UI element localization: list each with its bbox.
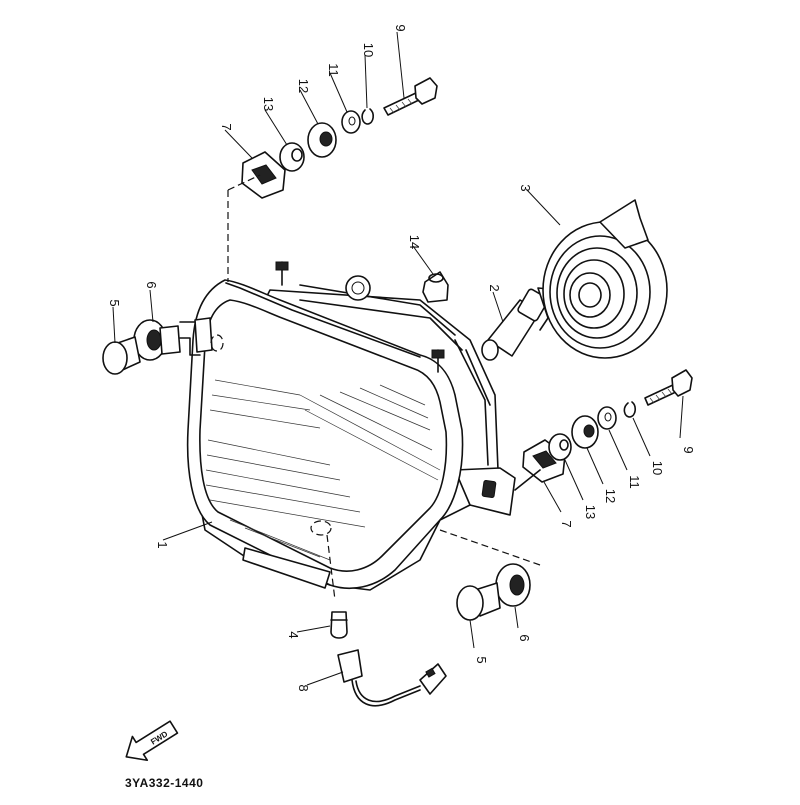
callout-5-left: 5 (107, 299, 122, 306)
callout-6-left: 6 (144, 281, 159, 288)
callout-11-top: 11 (326, 63, 341, 77)
callout-13-right: 13 (583, 505, 598, 519)
rubber-cap-drawing (422, 271, 449, 303)
leader-lines (112, 31, 684, 686)
position-bulb-drawing (326, 534, 348, 639)
callout-labels: 9 10 11 12 13 7 3 2 14 6 5 1 4 8 5 6 9 1… (107, 24, 696, 691)
callout-11-right: 11 (627, 475, 642, 489)
callout-10-top: 10 (361, 43, 376, 57)
callout-6-bottom: 6 (517, 634, 532, 641)
callout-10-right: 10 (650, 461, 665, 475)
callout-13-top: 13 (261, 97, 276, 111)
callout-12-top: 12 (296, 79, 311, 93)
callout-3: 3 (518, 184, 533, 191)
forward-arrow: FWD (125, 720, 179, 762)
callout-7-top: 7 (219, 123, 234, 130)
right-adjuster-drawing (514, 369, 693, 491)
socket-cord-drawing (337, 649, 447, 707)
callout-4: 4 (286, 631, 301, 638)
upper-adjuster-drawing (227, 77, 438, 282)
callout-1: 1 (155, 541, 170, 548)
headlight-body-drawing (186, 261, 516, 591)
callout-2: 2 (487, 284, 502, 291)
callout-9-right: 9 (681, 446, 696, 453)
left-adjuster-drawing (102, 319, 224, 375)
lower-adjuster-drawing (439, 529, 541, 621)
callout-5-bottom: 5 (474, 656, 489, 663)
socket-cover-drawing (542, 199, 668, 359)
callout-8: 8 (296, 684, 311, 691)
callout-9-top: 9 (393, 24, 408, 31)
callout-12-right: 12 (603, 489, 618, 503)
callout-14: 14 (407, 235, 422, 249)
drawing-code: 3YA332-1440 (125, 776, 203, 790)
callout-7-right: 7 (559, 520, 574, 527)
